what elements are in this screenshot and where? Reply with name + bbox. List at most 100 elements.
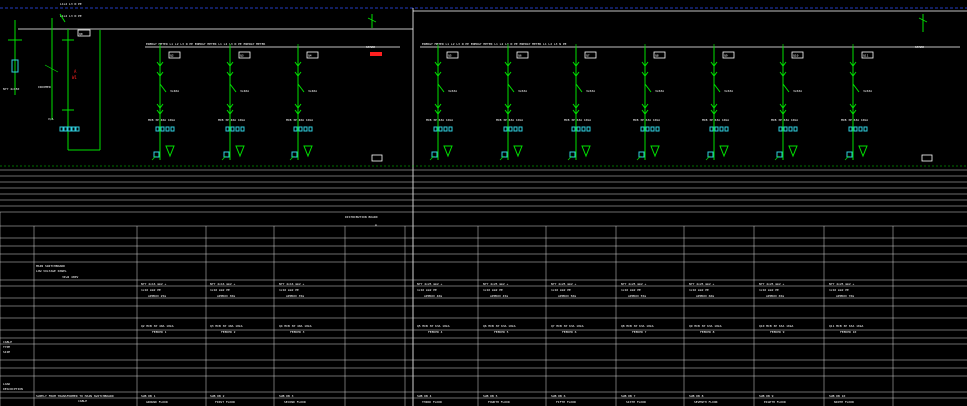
meter-icon bbox=[638, 151, 645, 158]
breaker-text: MCB 3P 63A 10kA bbox=[633, 118, 660, 122]
load-triangle-icon bbox=[235, 145, 245, 158]
switch-contact-icon bbox=[159, 83, 167, 93]
terminal-icon bbox=[714, 126, 719, 132]
load-name: FEEDER 5 bbox=[494, 330, 509, 334]
destination-floor: SECOND FLOOR bbox=[284, 400, 306, 404]
cable-spec: 1x16 mm2 PE bbox=[210, 288, 230, 292]
feeder-rating: 3x63A bbox=[863, 89, 872, 93]
arrow-icon bbox=[572, 71, 580, 77]
terminal-icon bbox=[308, 126, 313, 132]
meter-icon bbox=[153, 151, 160, 158]
destination: SUB DB 5 bbox=[483, 394, 498, 398]
arrow-icon bbox=[504, 71, 512, 77]
cable-length: APPROX 40m bbox=[424, 294, 442, 298]
terminal-icon bbox=[571, 126, 576, 132]
arrow-icon bbox=[572, 61, 580, 67]
arrow-icon bbox=[294, 71, 302, 77]
terminal-icon bbox=[655, 126, 660, 132]
breaker-text: MCB 3P 63A 10kA bbox=[426, 118, 453, 122]
incomer-cable: NYY 4x150 bbox=[3, 87, 19, 91]
breaker-tag bbox=[516, 51, 529, 59]
load-name: FEEDER 2 bbox=[221, 330, 236, 334]
cable-spec: NYY 4x16 mm2 + bbox=[210, 282, 235, 286]
destination: SUB DB 2 bbox=[210, 394, 225, 398]
terminal-icon bbox=[793, 126, 798, 132]
feeder-rating: 3x63A bbox=[724, 89, 733, 93]
breaker-tag bbox=[446, 51, 459, 59]
cable-length: APPROX 60m bbox=[696, 294, 714, 298]
cable-length: APPROX 70m bbox=[836, 294, 854, 298]
load-triangle-icon bbox=[443, 145, 453, 158]
switch-contact-icon bbox=[852, 83, 860, 93]
load-spec: Q8 MCB 3P 63A 10kA bbox=[621, 324, 654, 328]
breaker-tag bbox=[168, 51, 181, 59]
terminal-icon bbox=[63, 126, 68, 132]
terminal-icon bbox=[788, 126, 793, 132]
feeder-rating: 3x63A bbox=[518, 89, 527, 93]
ct-icon bbox=[710, 103, 718, 109]
meter-icon bbox=[501, 151, 508, 158]
ct-icon bbox=[156, 103, 164, 109]
meter-icon bbox=[707, 151, 714, 158]
terminal-icon bbox=[240, 126, 245, 132]
breaker-id: Q8 bbox=[655, 54, 659, 58]
terminal-icon bbox=[448, 126, 453, 132]
cable-length: APPROX 65m bbox=[766, 294, 784, 298]
ct-icon bbox=[294, 109, 302, 115]
breaker-id: Q2 bbox=[170, 54, 174, 58]
terminal-icon bbox=[586, 126, 591, 132]
spare-right: SPARE bbox=[915, 14, 933, 162]
terminal-icon bbox=[848, 126, 853, 132]
red-label-b: W1 bbox=[72, 75, 77, 80]
cable-length: APPROX 25m bbox=[148, 294, 166, 298]
meter-icon bbox=[223, 151, 230, 158]
destination-floor: SIXTH FLOOR bbox=[626, 400, 646, 404]
arrow-icon bbox=[641, 71, 649, 77]
arrow-icon bbox=[434, 71, 442, 77]
terminal-icon bbox=[503, 126, 508, 132]
breaker-tag bbox=[722, 51, 735, 59]
row-label-cable-1: CABLE bbox=[3, 340, 12, 344]
load-spec: Q9 MCB 3P 63A 10kA bbox=[689, 324, 722, 328]
ct-icon bbox=[504, 103, 512, 109]
title-block: DISTRIBUTION BOARD bbox=[345, 215, 378, 219]
destination: SUB DB 4 bbox=[417, 394, 432, 398]
terminal-icon bbox=[863, 126, 868, 132]
feeder-banner-right: ENERGY METER L1 L2 L3 N PE ENERGY METER … bbox=[422, 42, 567, 46]
ct-icon bbox=[226, 109, 234, 115]
terminal-icon bbox=[858, 126, 863, 132]
breaker-tag bbox=[584, 51, 597, 59]
ct-icon bbox=[641, 109, 649, 115]
terminal-icon bbox=[160, 126, 165, 132]
destination-floor: FIFTH FLOOR bbox=[556, 400, 576, 404]
feeder-rating: 3x40A bbox=[170, 89, 179, 93]
arrow-icon bbox=[779, 71, 787, 77]
cable-spec: 1x16 mm2 PE bbox=[417, 288, 437, 292]
ct-icon bbox=[226, 103, 234, 109]
destination-floor: THIRD FLOOR bbox=[422, 400, 442, 404]
terminal-icon bbox=[645, 126, 650, 132]
ct-icon bbox=[779, 109, 787, 115]
load-spec: Q10 MCB 3P 63A 10kA bbox=[759, 324, 794, 328]
arrow-icon bbox=[779, 61, 787, 67]
load-spec: Q6 MCB 3P 63A 10kA bbox=[483, 324, 516, 328]
breaker-tag bbox=[861, 51, 874, 59]
breaker-id: Q11 bbox=[863, 54, 869, 58]
feeder-rating: 3x40A bbox=[240, 89, 249, 93]
breaker-text: MCB 3P 40A 10kA bbox=[148, 118, 175, 122]
row-label-cable-3: SIZE bbox=[3, 350, 10, 354]
cable-spec: NYY 4x16 mm2 + bbox=[141, 282, 166, 286]
load-name: FEEDER 9 bbox=[770, 330, 785, 334]
info-line-3: 3P+N 400V bbox=[62, 275, 78, 279]
cable-spec: 1x16 mm2 PE bbox=[141, 288, 161, 292]
meter-icon bbox=[776, 151, 783, 158]
cable-length: APPROX 50m bbox=[558, 294, 576, 298]
